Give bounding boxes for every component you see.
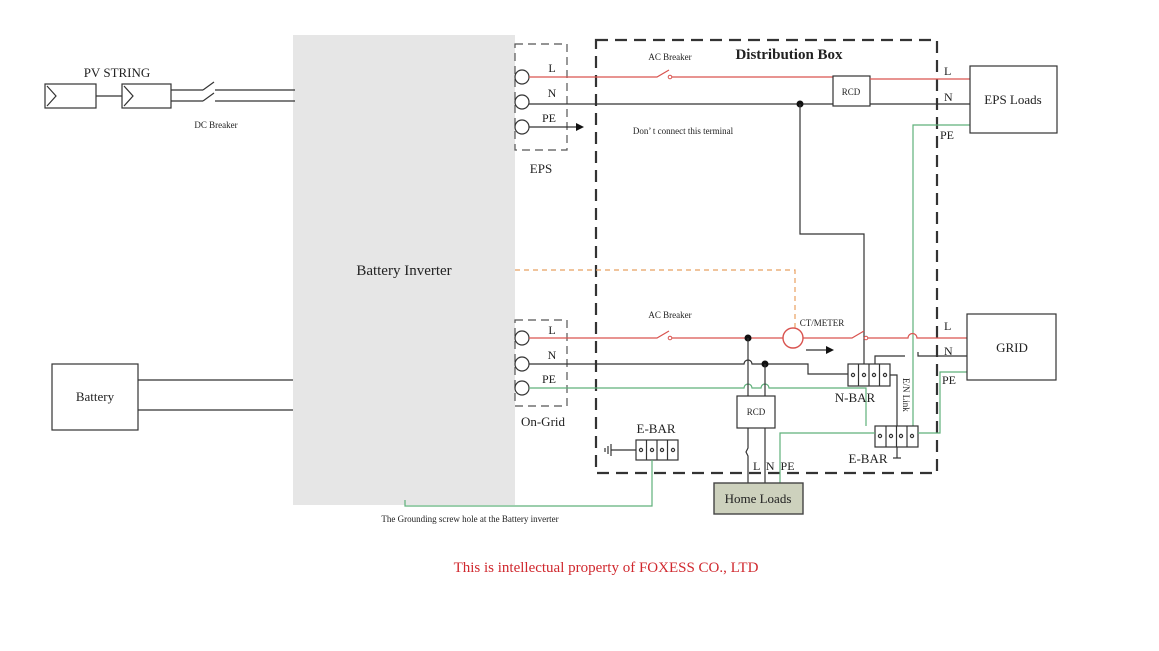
rcd-label: RCD xyxy=(842,87,861,97)
pv-panel-icon xyxy=(123,85,134,107)
e-bar-left-label: E-BAR xyxy=(637,421,676,436)
pv-string: PV STRING DC Breaker xyxy=(44,65,295,130)
rcd-home xyxy=(736,395,776,429)
terminal-label: PE xyxy=(942,373,956,387)
dc-breaker-switch-icon xyxy=(202,92,215,102)
ac-breaker-label: AC Breaker xyxy=(648,52,691,62)
home-loads-terminals: L N PE xyxy=(753,459,795,473)
battery-inverter xyxy=(293,35,515,505)
grid-breaker-icon xyxy=(863,335,869,341)
e-bar-left xyxy=(635,439,679,461)
ongrid-terminal-n xyxy=(514,356,530,372)
home-loads-label: Home Loads xyxy=(725,491,792,506)
grid-label: GRID xyxy=(996,340,1028,355)
ongrid-port-label: On-Grid xyxy=(521,414,566,429)
arrow-icon xyxy=(576,123,584,131)
terminal-label: N xyxy=(548,348,557,362)
terminal-label: PE xyxy=(542,111,556,125)
terminal-label: L xyxy=(548,323,555,337)
rcd-label: RCD xyxy=(747,407,766,417)
terminal-label: N xyxy=(944,90,953,104)
eps-terminal-n xyxy=(514,94,530,110)
eps-terminal-l xyxy=(514,69,530,85)
terminal-label: L xyxy=(944,64,951,78)
e-bar-right xyxy=(874,425,919,448)
terminal-label: N xyxy=(548,86,557,100)
rcd-eps xyxy=(832,75,871,107)
ground-icon xyxy=(604,444,612,456)
pv-panel-icon xyxy=(46,85,57,107)
battery-box xyxy=(51,363,139,431)
ac-breaker-icon xyxy=(667,335,673,341)
terminal-label: PE xyxy=(940,128,954,142)
pv-panel xyxy=(121,83,172,109)
terminal-label: L xyxy=(548,61,555,75)
eps-port: L N PE EPS xyxy=(514,43,568,176)
dc-breaker-label: DC Breaker xyxy=(194,120,237,130)
n-bar xyxy=(847,363,891,387)
home-loads-box xyxy=(713,482,804,515)
copyright-footer: This is intellectual property of FOXESS … xyxy=(454,560,759,576)
dont-connect-note: Don’ t connect this terminal xyxy=(633,126,734,136)
ct-meter-icon xyxy=(782,327,804,349)
grid-box xyxy=(966,313,1057,381)
distribution-box xyxy=(594,38,939,475)
terminal-label: PE xyxy=(542,372,556,386)
distribution-box-label: Distribution Box xyxy=(735,47,843,63)
eps-loads-label: EPS Loads xyxy=(984,92,1041,107)
ongrid-port: L N PE On-Grid xyxy=(514,319,568,429)
en-link-label: E/N Link xyxy=(901,378,911,412)
arrow-icon xyxy=(826,346,834,354)
eps-port-label: EPS xyxy=(530,161,552,176)
ct-meter-label: CT/METER xyxy=(800,318,845,328)
terminal-label: L xyxy=(944,319,951,333)
inverter-label: Battery Inverter xyxy=(356,263,451,279)
ac-breaker-icon xyxy=(667,74,673,80)
dc-breaker-switch-icon xyxy=(202,81,215,91)
eps-loads-box xyxy=(969,65,1058,134)
e-bar-right-label: E-BAR xyxy=(849,451,888,466)
ongrid-terminal-pe xyxy=(514,380,530,396)
pv-string-label: PV STRING xyxy=(84,65,151,80)
ongrid-terminal-l xyxy=(514,330,530,346)
pv-panel xyxy=(44,83,97,109)
ac-breaker-label: AC Breaker xyxy=(648,310,691,320)
eps-terminal-pe xyxy=(514,119,530,135)
battery-label: Battery xyxy=(76,389,115,404)
n-bar-label: N-BAR xyxy=(835,390,876,405)
grounding-note: The Grounding screw hole at the Battery … xyxy=(381,514,558,524)
terminal-label: N xyxy=(944,344,953,358)
